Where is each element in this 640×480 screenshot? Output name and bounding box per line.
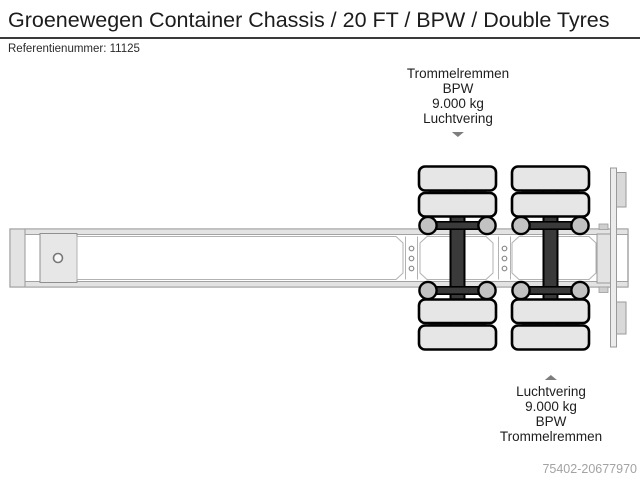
kingpin	[52, 252, 64, 264]
annotation-line: Trommelremmen	[406, 66, 510, 81]
bolt-hole	[501, 265, 508, 272]
tyre	[417, 191, 498, 218]
kingpin-plate	[39, 233, 78, 283]
rear-rail-tab-top	[598, 223, 609, 230]
hanger-bracket-front	[405, 236, 418, 280]
tyre	[510, 324, 591, 351]
bolt-hole	[408, 245, 415, 252]
air-bellow	[418, 215, 438, 236]
rear-crossmember	[596, 233, 612, 284]
air-bellow	[477, 215, 497, 236]
tyre	[417, 165, 498, 192]
reference-number: Referentienummer: 11125	[8, 43, 140, 55]
chassis-beam	[9, 167, 629, 348]
annotation-line: 9.000 kg	[432, 96, 484, 111]
title-divider	[0, 37, 640, 39]
rear-bumper-bar	[610, 167, 617, 348]
page-title: Groenewegen Container Chassis / 20 FT / …	[8, 8, 610, 32]
rear-pad-top	[616, 172, 627, 208]
tyre	[510, 191, 591, 218]
air-bellow	[511, 215, 531, 236]
bolt-hole	[501, 255, 508, 262]
web-panel-front	[76, 236, 404, 280]
air-bellow	[477, 280, 497, 301]
listing-id-number: 75402-20677970	[542, 462, 637, 476]
front-axle-annotation: Trommelremmen BPW 9.000 kg Luchtvering	[407, 66, 509, 137]
annotation-line: Trommelremmen	[499, 429, 603, 444]
bolt-hole	[501, 245, 508, 252]
bolt-hole	[408, 255, 415, 262]
annotation-line: 9.000 kg	[525, 399, 577, 414]
rear-rail-tab-bottom	[598, 286, 609, 293]
hanger-bracket-rear	[498, 236, 511, 280]
rear-pad-bottom	[616, 301, 627, 335]
bolt-hole	[408, 265, 415, 272]
air-bellow	[418, 280, 438, 301]
arrow-down-icon	[451, 132, 464, 137]
axle-assembly-front	[417, 165, 498, 351]
axle-assembly-rear	[510, 165, 591, 351]
front-end-crossmember	[9, 228, 26, 288]
tyre	[417, 298, 498, 325]
tyre	[510, 165, 591, 192]
air-bellow	[511, 280, 531, 301]
annotation-line: BPW	[442, 81, 474, 96]
annotation-line: BPW	[535, 414, 567, 429]
tyre	[510, 298, 591, 325]
arrow-up-icon	[544, 375, 557, 380]
air-bellow	[570, 280, 590, 301]
rear-axle-annotation: Luchtvering 9.000 kg BPW Trommelremmen	[500, 375, 602, 444]
annotation-line: Luchtvering	[423, 111, 493, 126]
tyre	[417, 324, 498, 351]
annotation-line: Luchtvering	[516, 384, 586, 399]
air-bellow	[570, 215, 590, 236]
